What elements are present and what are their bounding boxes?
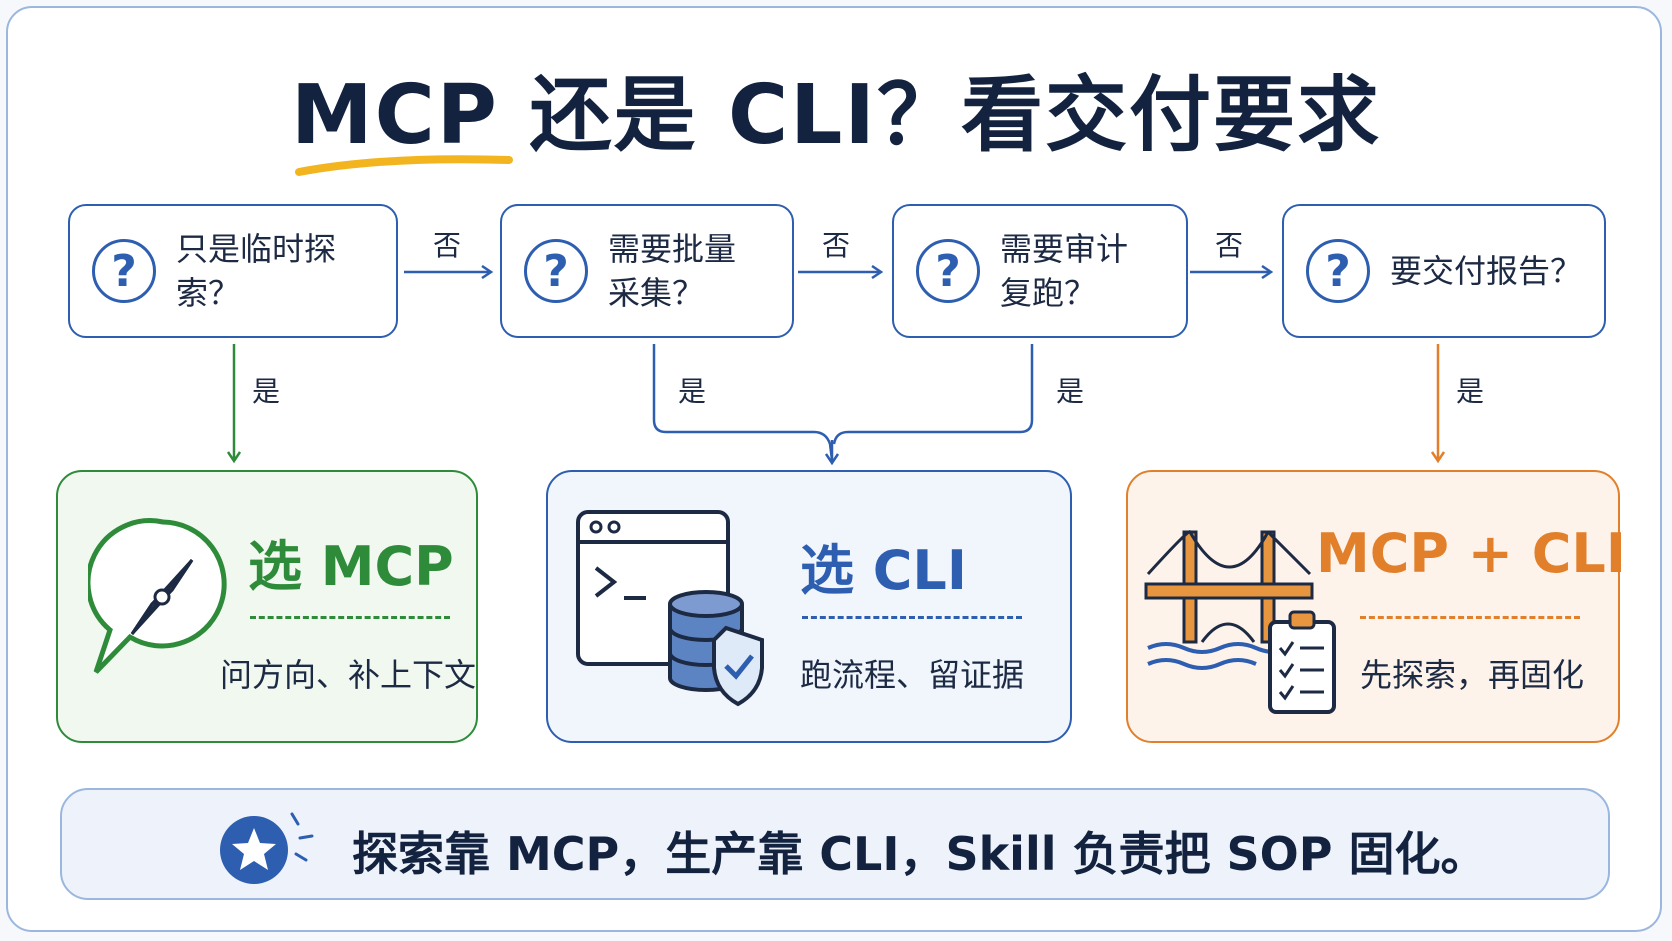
result-title-mcp: 选 MCP xyxy=(248,535,454,598)
question-text-audit: 需要审计 复跑？ xyxy=(1000,230,1129,312)
question-text-explore: 只是临时探索？ xyxy=(176,230,337,312)
question-box-batch: ? 需要批量 采集？ xyxy=(500,204,794,338)
question-text-report: 要交付报告？ xyxy=(1390,252,1583,290)
no-label-2: 否 xyxy=(822,229,851,262)
diagram-frame xyxy=(6,6,1662,932)
summary-banner: 探索靠 MCP，生产靠 CLI，Skill 负责把 SOP 固化。 xyxy=(60,788,1610,900)
divider xyxy=(1360,616,1580,619)
no-label-3: 否 xyxy=(1215,229,1244,262)
no-label-1: 否 xyxy=(433,229,462,262)
divider xyxy=(250,616,450,619)
question-circle-icon: ? xyxy=(1306,239,1370,303)
yes-label-mcp: 是 xyxy=(252,375,281,408)
question-circle-icon: ? xyxy=(92,239,156,303)
title-underline xyxy=(295,155,513,176)
star-badge-icon xyxy=(220,812,314,884)
result-card-mcp-cli: MCP + CLI 先探索，再固化 xyxy=(1126,470,1626,743)
yes-label-audit: 是 xyxy=(1056,375,1085,408)
divider xyxy=(802,616,1022,619)
question-box-explore: ? 只是临时探索？ xyxy=(68,204,398,338)
compass-chat-icon xyxy=(88,518,227,674)
summary-text: 探索靠 MCP，生产靠 CLI，Skill 负责把 SOP 固化。 xyxy=(352,827,1487,881)
result-title-mcp-cli: MCP + CLI xyxy=(1316,522,1626,585)
yes-label-report: 是 xyxy=(1456,375,1485,408)
question-circle-icon: ? xyxy=(916,239,980,303)
result-card-mcp: 选 MCP 问方向、补上下文 xyxy=(56,470,478,743)
terminal-database-icon xyxy=(576,510,764,707)
page-title: MCP 还是 CLI？看交付要求 xyxy=(291,68,1381,163)
question-circle-icon: ? xyxy=(524,239,588,303)
result-title-cli: 选 CLI xyxy=(800,539,967,602)
question-text-batch: 需要批量 采集？ xyxy=(608,230,737,312)
bridge-checklist-icon xyxy=(1144,530,1336,714)
result-card-cli: 选 CLI 跑流程、留证据 xyxy=(546,470,1072,743)
result-desc-mcp-cli: 先探索，再固化 xyxy=(1360,656,1585,694)
yes-label-batch: 是 xyxy=(678,375,707,408)
question-box-audit: ? 需要审计 复跑？ xyxy=(892,204,1188,338)
question-box-report: ? 要交付报告？ xyxy=(1282,204,1606,338)
result-desc-mcp: 问方向、补上下文 xyxy=(220,656,477,694)
result-desc-cli: 跑流程、留证据 xyxy=(800,656,1025,694)
